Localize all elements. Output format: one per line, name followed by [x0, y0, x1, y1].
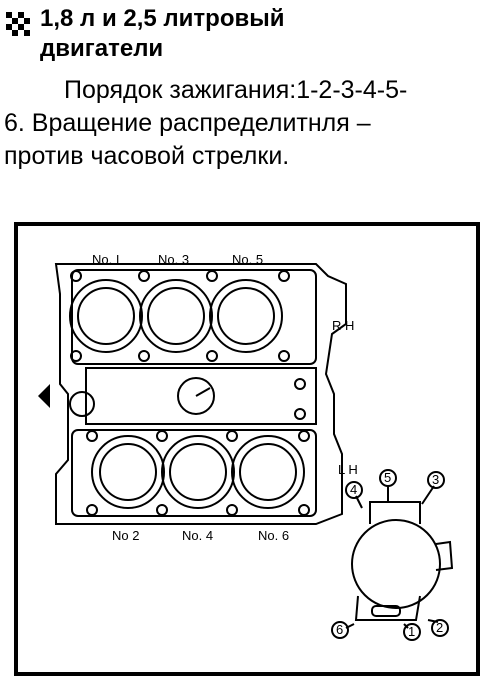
heading-line-1: 1,8 л и 2,5 литровый: [40, 5, 285, 32]
cyl-no3-label: No. 3: [158, 252, 189, 267]
heading-marker-icon: [6, 12, 30, 36]
terminal-2: 2: [436, 620, 443, 635]
paragraph-line-3: против часовой стрелки.: [4, 142, 290, 170]
cyl-no4-label: No. 4: [182, 528, 213, 543]
paragraph-line-2: 6. Вращение распределитнля –: [4, 109, 371, 137]
cyl-no6-label: No. 6: [258, 528, 289, 543]
firing-order-paragraph: Порядок зажигания:1-2-3-4-5- 6. Вращение…: [4, 74, 484, 173]
paragraph-line-1: Порядок зажигания:1-2-3-4-5-: [64, 76, 408, 104]
section-heading: 1,8 л и 2,5 литровый двигатели: [40, 4, 284, 64]
terminal-5: 5: [384, 470, 391, 485]
cyl-no2-label: No 2: [112, 528, 139, 543]
bank-lh-label: L H: [338, 462, 358, 477]
terminal-6: 6: [336, 622, 343, 637]
engine-block-diagram: No. I No. 3 No. 5 No 2 No. 4 No. 6 R H L…: [38, 252, 454, 641]
engine-diagram-frame: No. I No. 3 No. 5 No 2 No. 4 No. 6 R H L…: [14, 222, 480, 676]
bank-rh-label: R H: [332, 318, 354, 333]
heading-line-2: двигатели: [40, 35, 164, 62]
cyl-no5-label: No. 5: [232, 252, 263, 267]
terminal-4: 4: [350, 482, 357, 497]
terminal-3: 3: [432, 472, 439, 487]
front-arrow-icon: [38, 384, 50, 408]
terminal-1: 1: [408, 624, 415, 639]
cyl-no1-label: No. I: [92, 252, 119, 267]
